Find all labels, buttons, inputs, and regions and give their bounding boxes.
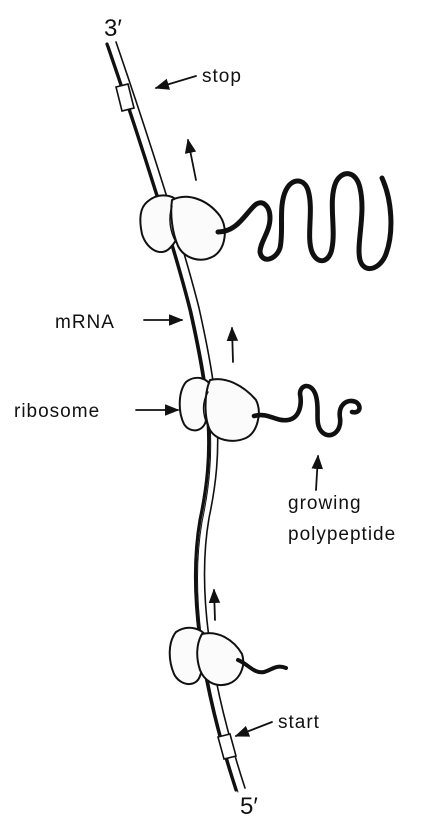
label-5-prime: 5′ [240, 793, 258, 820]
direction-arrow-bottom [214, 590, 215, 620]
label-start: start [278, 712, 320, 733]
direction-arrow-top [188, 140, 196, 180]
start-codon [218, 734, 236, 759]
polypeptide-growing [254, 386, 359, 435]
growing-pointer-arrow [316, 456, 318, 490]
ribosome-top [140, 195, 224, 259]
polypeptide-short [238, 660, 286, 672]
ribosome-middle [180, 378, 259, 441]
label-stop: stop [202, 66, 242, 87]
polypeptide-long [218, 174, 391, 269]
label-polypeptide: polypeptide [288, 524, 396, 545]
label-3-prime: 3′ [104, 15, 122, 42]
direction-arrow-middle [232, 328, 233, 362]
ribosome-bottom [170, 628, 244, 685]
label-ribosome: ribosome [14, 401, 100, 422]
label-growing: growing [288, 493, 362, 514]
start-pointer-arrow [236, 722, 272, 736]
label-mrna: mRNA [55, 312, 115, 333]
stop-pointer-arrow [156, 76, 196, 88]
